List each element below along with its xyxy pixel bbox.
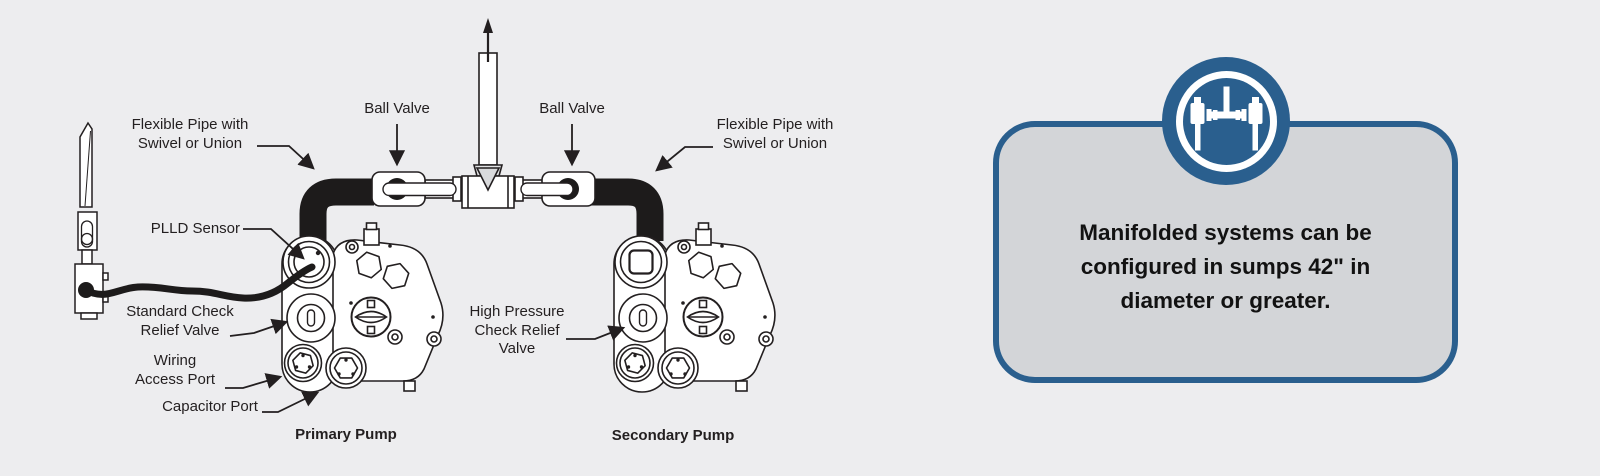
label-flexible-pipe-left: Flexible Pipe with Swivel or Union <box>131 116 249 152</box>
piping-diagram <box>74 18 776 413</box>
ball-valve-left <box>371 171 457 207</box>
label-flexible-pipe-right: Flexible Pipe with Swivel or Union <box>716 116 834 152</box>
leader-flexible-left <box>257 145 315 170</box>
label-wiring-access-port: Wiring Access Port <box>134 352 216 388</box>
label-plld-sensor: PLLD Sensor <box>150 220 240 237</box>
label-standard-check-relief-valve: Standard Check Relief Valve <box>126 303 234 339</box>
leader-high-pressure <box>566 325 626 341</box>
callout-line-1: Manifolded systems can be <box>1079 220 1372 245</box>
callout-line-3: diameter or greater. <box>1120 288 1331 313</box>
flow-arrow <box>483 18 493 62</box>
secondary-pump-drawing <box>613 222 776 393</box>
riser-pipe <box>478 52 498 166</box>
caption-primary-pump: Primary Pump <box>295 426 397 443</box>
manifold-glyph <box>1190 86 1262 150</box>
flexible-pipe-left <box>299 178 374 241</box>
ball-valve-right <box>520 171 596 207</box>
leader-standard-check <box>229 318 289 337</box>
leader-plld-sensor <box>243 228 305 260</box>
primary-pump-drawing <box>281 222 444 393</box>
leader-capacitor <box>262 391 320 413</box>
label-ball-valve-right: Ball Valve <box>539 100 605 117</box>
icon-blue-disc <box>1182 77 1270 165</box>
manifolded-pumps-icon <box>1162 57 1290 185</box>
label-capacitor-port: Capacitor Port <box>162 398 258 415</box>
label-high-pressure-check-relief-valve: High Pressure Check Relief Valve <box>469 303 565 357</box>
icon-white-ring <box>1175 70 1277 172</box>
caption-secondary-pump: Secondary Pump <box>611 427 735 444</box>
label-ball-valve-left: Ball Valve <box>364 100 430 117</box>
leader-flexible-right <box>655 146 713 172</box>
plld-sensor-cable <box>82 263 316 302</box>
leader-arrows <box>225 124 713 413</box>
callout-line-2: configured in sumps 42" in <box>1080 254 1371 279</box>
flexible-pipe-right <box>588 178 664 241</box>
leader-wiring-access <box>225 373 283 389</box>
plld-probe <box>74 121 109 320</box>
callout-text: Manifolded systems can be configured in … <box>993 216 1458 318</box>
